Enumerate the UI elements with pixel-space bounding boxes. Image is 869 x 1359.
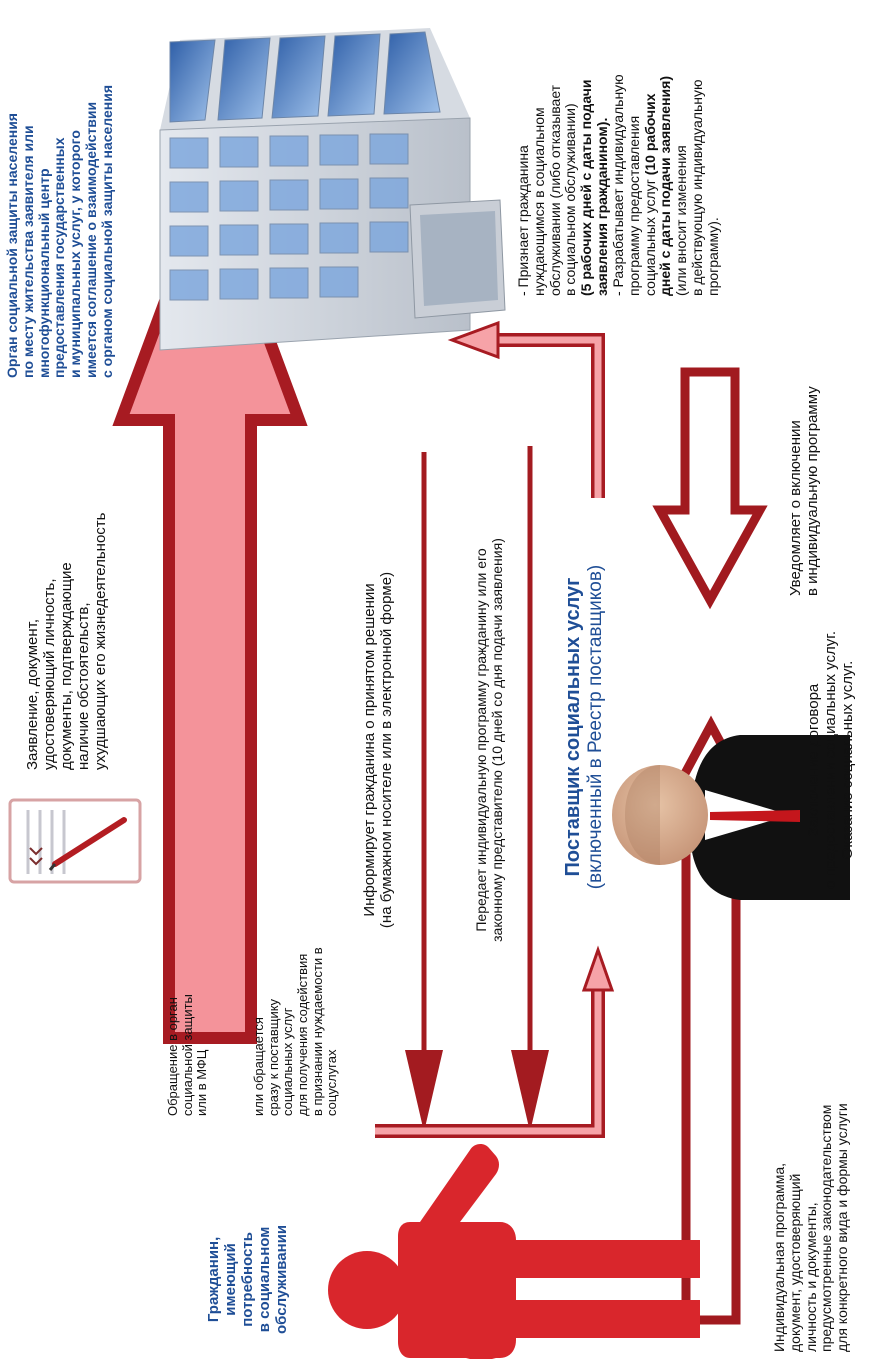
program-line: предусмотренные законодательством <box>818 1104 835 1352</box>
authority-line: имеется соглашение о взаимодействии <box>83 101 100 378</box>
building-icon <box>159 28 506 351</box>
appeal-provider-text: или обращается сразу к поставщику социал… <box>251 947 340 1117</box>
decision-line: нуждающимся в социальном <box>530 107 547 296</box>
appeal-line: соцуслугах <box>324 1049 340 1116</box>
transfers-line: Передает индивидуальную программу гражда… <box>473 548 489 932</box>
provider-title: Поставщик социальных услуг <box>562 577 584 877</box>
citizen-label-line: обслуживании <box>272 1224 290 1334</box>
decision-line: в действующую индивидуальную <box>688 79 705 296</box>
arrow-informs-head <box>405 1050 443 1132</box>
authority-line: и муниципальных услуг, у которого <box>67 130 84 378</box>
decision-line-part: социальных услуг <box>641 175 658 296</box>
program-line: для конкретного вида и формы услуги <box>834 1103 851 1352</box>
citizen-person-icon <box>328 1144 700 1359</box>
notifies-line: Уведомляет о включении <box>787 420 804 596</box>
arrow-provider-building <box>498 333 605 498</box>
contract-line: о предоставлении социальных услуг. <box>821 630 839 890</box>
application-documents-text: Заявление, документ, удостоверяющий личн… <box>24 512 110 771</box>
informs-line: Информирует гражданина о принятом решени… <box>361 583 378 917</box>
provider-subtitle: (включенный в Реестр поставщиков) <box>584 564 606 890</box>
program-line: документ, удостоверяющий <box>786 1173 803 1352</box>
individual-program-text: Индивидуальная программа, документ, удос… <box>771 1103 851 1352</box>
decision-line: программу предоставления <box>625 115 642 296</box>
decision-line: дней с даты подачи заявления) <box>657 76 674 296</box>
decision-line-part-bold: (10 рабочих <box>641 93 658 176</box>
decision-line: (или вносит изменения <box>673 145 690 296</box>
program-line: личность и документы, <box>802 1202 819 1352</box>
contract-line: Заключение договора <box>805 683 822 837</box>
decision-line: программу). <box>704 217 721 296</box>
authority-line: Орган социальной защиты населения <box>4 113 20 378</box>
contract-line: Оказание социальных услуг. <box>838 660 856 860</box>
arrow-notifies <box>652 367 768 610</box>
appeal-line: в признании нуждаемости в <box>309 947 325 1116</box>
transfers-line: законному представителю (10 дней со дня … <box>488 538 505 942</box>
application-line: наличие обстоятельств, <box>74 602 92 770</box>
citizen-label-line: потребность <box>238 1232 256 1327</box>
appeal-line: социальных услуг <box>280 1007 296 1117</box>
appeal-authority-text: Обращение в орган социальной защиты или … <box>165 994 210 1116</box>
provider-label: Поставщик социальных услуг (включенный в… <box>562 504 606 950</box>
decision-line: - Признает гражданина <box>515 145 531 296</box>
appeal-line: или обращается <box>251 1017 266 1116</box>
program-line: Индивидуальная программа, <box>771 1162 787 1352</box>
authority-line: по месту жительства заявителя или <box>19 125 36 378</box>
decision-line: - Разрабатывает индивидуальную <box>609 74 626 296</box>
appeal-line: или в МФЦ <box>194 1049 210 1116</box>
arrow-transfers-head <box>511 1050 549 1132</box>
authority-label: Орган социальной защиты населения по мес… <box>4 84 116 378</box>
citizen-label-line: в социальном <box>255 1226 273 1333</box>
appeal-line: сразу к поставщику <box>265 998 281 1116</box>
application-line: удостоверяющий личность, <box>40 578 58 770</box>
citizen-label-line: Гражданин, <box>205 1236 222 1323</box>
contract-text: Заключение договора о предоставлении соц… <box>805 560 857 960</box>
arrow-provider-building-head <box>447 320 500 360</box>
decision-line: социальных услуг (10 рабочих <box>641 74 659 296</box>
informs-text: Информирует гражданина о принятом решени… <box>361 460 396 1040</box>
decision-line: в социальном обслуживании) <box>562 103 579 296</box>
authority-line: предоставления государственных <box>51 137 68 378</box>
authority-line: с органом социальной защиты населения <box>98 84 115 378</box>
decision-text: - Признает гражданина нуждающимся в соци… <box>515 74 722 297</box>
authority-line: многофункциональный центр <box>35 168 52 378</box>
application-line: ухудшающих его жизнедеятельность <box>91 512 109 771</box>
connector-arrowhead-provider <box>581 945 615 992</box>
appeal-line: Обращение в орган <box>165 997 180 1116</box>
decision-line: заявления гражданином). <box>594 117 611 296</box>
application-line: документы, подтверждающие <box>57 562 75 770</box>
document-icon <box>8 798 142 884</box>
appeal-line: социальной защиты <box>179 994 195 1116</box>
informs-line: (на бумажном носителе или в электронной … <box>377 571 395 929</box>
decision-line: обслуживании (либо отказывает <box>546 84 563 296</box>
decision-line: (5 рабочих дней с даты подачи <box>578 79 595 297</box>
citizen-label-line: имеющий <box>221 1243 239 1316</box>
appeal-line: для получения содействия <box>295 953 311 1116</box>
transfers-text: Передает индивидуальную программу гражда… <box>473 450 506 1030</box>
citizen-label: Гражданин, имеющий потребность в социаль… <box>205 1224 291 1334</box>
provider-person-icon <box>612 735 850 900</box>
application-line: Заявление, документ, <box>24 618 41 770</box>
